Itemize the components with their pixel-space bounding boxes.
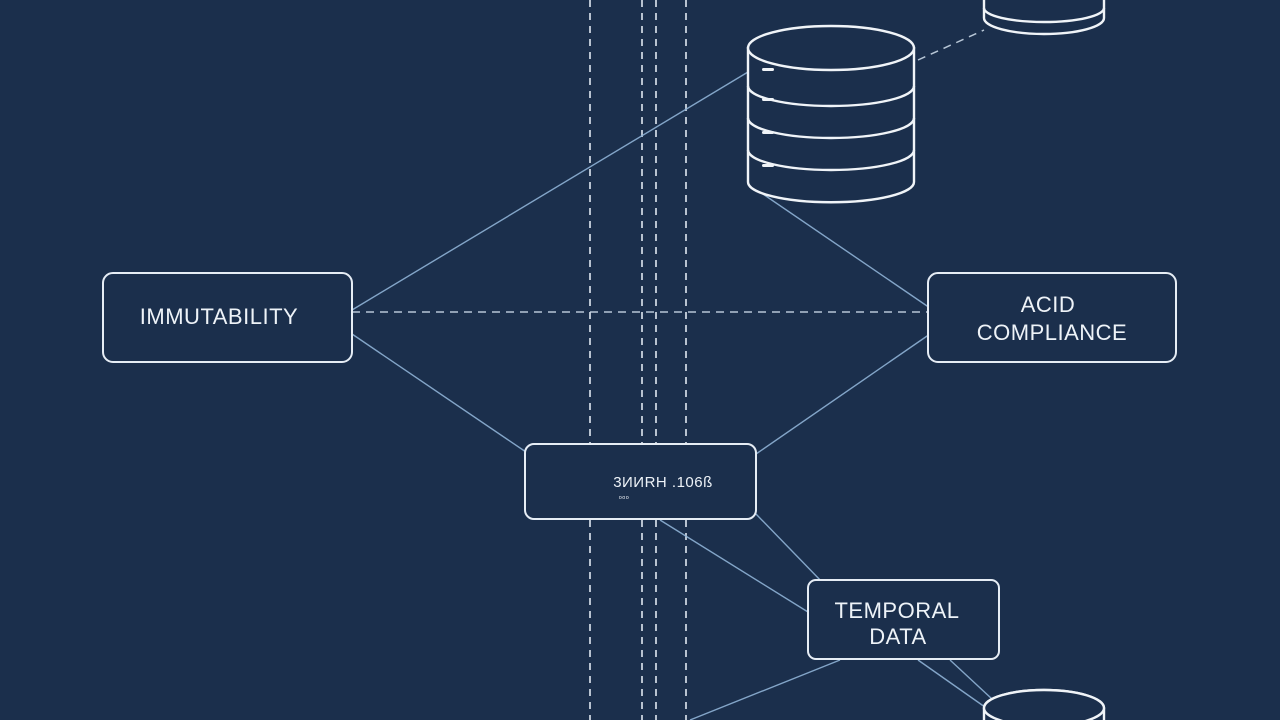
node-center-sublabel: ᵒᵒᵒ [619,494,630,503]
node-center[interactable]: 3ИИRH .106ß ᵒᵒᵒ [524,443,757,520]
node-acid-compliance[interactable]: ACID COMPLIANCE [927,272,1177,363]
connector-temporal-database-bottom [917,659,993,713]
database-icon [982,0,1106,36]
connector-immutability-database [351,71,749,311]
database-icon [982,688,1106,720]
node-immutability-label: IMMUTABILITY [140,304,298,329]
node-acid-label-line1: ACID [1021,292,1076,317]
connector-immutability-center [351,333,527,453]
connector-acid-center [755,333,931,455]
node-temporal-data[interactable]: TEMPORAL DATA [807,579,1000,660]
connector-center-temporal-lower [659,519,809,613]
node-temporal-label-line1: TEMPORAL [834,598,959,623]
database-icon [746,24,916,204]
connector-database-top-right [917,29,985,61]
node-temporal-label-line2: DATA [869,624,926,649]
node-acid-label-line2: COMPLIANCE [977,320,1127,345]
connector-database-acid [759,191,931,309]
connector-center-temporal [755,513,825,585]
connector-bottom-left [689,659,841,720]
node-center-label: 3ИИRH .106ß [613,474,713,491]
vertical-dashed-lanes [589,0,687,720]
node-immutability[interactable]: IMMUTABILITY [102,272,353,363]
